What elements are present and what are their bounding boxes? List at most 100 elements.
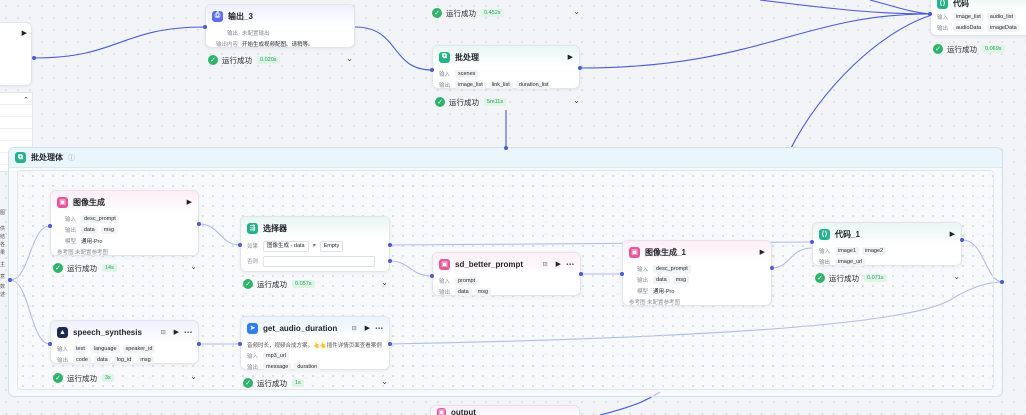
run-icon[interactable]: ▶ bbox=[949, 231, 955, 238]
node-code[interactable]: ⟨⟩ 代码 输入 image_list audio_list 输出 audioD… bbox=[930, 0, 1026, 36]
run-icon[interactable]: ▶ bbox=[186, 199, 192, 206]
field-label: 输入 bbox=[65, 216, 77, 223]
status-bar-selector[interactable]: ✓ 运行成功 0.057s ⌄ bbox=[243, 277, 388, 291]
time-badge: 0.452s bbox=[481, 9, 504, 17]
param-chip: msg bbox=[474, 287, 492, 296]
port-dot[interactable] bbox=[48, 342, 52, 346]
field-value: 未配置参考图 bbox=[647, 299, 681, 306]
param-chip: data bbox=[81, 225, 98, 234]
node-description: 音频时长，视频合成方案。👆👆插件详情页面查看案例 bbox=[247, 342, 382, 349]
param-chip: code bbox=[73, 355, 91, 364]
chevron-down-icon[interactable]: ⌄ bbox=[346, 54, 353, 63]
status-bar-code[interactable]: ✓ 运行成功 0.069s bbox=[933, 42, 1026, 56]
port-dot[interactable] bbox=[578, 66, 582, 70]
run-icon[interactable]: ▶ bbox=[567, 54, 573, 61]
chevron-down-icon[interactable]: ⌄ bbox=[573, 96, 580, 105]
status-bar-code-1[interactable]: ✓ 运行成功 0.071s ⌄ bbox=[815, 271, 960, 285]
node-output-3[interactable]: ⎙ 输出_3 输出未配置输出 输出内容开始生成视频配图。请稍等。 bbox=[205, 4, 355, 48]
port-dot[interactable] bbox=[238, 243, 242, 247]
more-icon[interactable]: ⋯ bbox=[566, 259, 574, 269]
node-title: 代码_1 bbox=[835, 229, 860, 239]
port-dot[interactable] bbox=[388, 259, 392, 263]
node-output-bottom[interactable]: ▣ output bbox=[430, 405, 580, 415]
field-label: 输出 bbox=[637, 277, 649, 284]
chevron-down-icon[interactable]: ⌄ bbox=[381, 278, 388, 287]
port-dot[interactable] bbox=[504, 146, 508, 150]
port-dot[interactable] bbox=[579, 272, 583, 276]
port-dot[interactable] bbox=[238, 342, 242, 346]
status-bar-output-3[interactable]: ✓ 运行成功 0.020s ⌄ bbox=[208, 53, 353, 67]
port-dot[interactable] bbox=[430, 274, 434, 278]
plugin-icon: ⊡ bbox=[351, 325, 357, 332]
batch-icon: ⧉ bbox=[15, 152, 26, 163]
port-dot[interactable] bbox=[388, 342, 392, 346]
condition-field[interactable]: 图像生成 - data bbox=[263, 240, 309, 252]
offscreen-node-left[interactable]: ▶ bbox=[0, 22, 32, 86]
field-label: 输出 bbox=[57, 357, 69, 364]
field-label: 模型 bbox=[65, 238, 77, 245]
port-dot[interactable] bbox=[1000, 280, 1004, 284]
port-dot[interactable] bbox=[388, 243, 392, 247]
run-icon[interactable]: ▶ bbox=[555, 261, 561, 268]
param-chip: msg bbox=[100, 225, 118, 234]
run-icon[interactable]: ▶ bbox=[759, 249, 765, 256]
port-dot[interactable] bbox=[32, 56, 36, 60]
run-icon[interactable]: ▶ bbox=[364, 325, 370, 332]
chevron-down-icon[interactable]: ⌄ bbox=[190, 262, 197, 271]
chevron-down-icon[interactable]: ⌄ bbox=[953, 272, 960, 281]
else-branch[interactable] bbox=[263, 255, 375, 267]
status-bar-speech[interactable]: ✓ 运行成功 3s ⌄ bbox=[53, 371, 197, 385]
status-text: 运行成功 bbox=[257, 378, 287, 388]
side-text-column: 图 供 结 各 果 主 意 数 述 bbox=[0, 205, 8, 305]
time-badge: 14s bbox=[102, 264, 117, 272]
check-icon: ✓ bbox=[432, 8, 442, 18]
port-dot[interactable] bbox=[430, 68, 434, 72]
run-icon[interactable]: ▶ bbox=[21, 30, 27, 37]
status-bar-audio-duration[interactable]: ✓ 运行成功 1s ⌄ bbox=[243, 376, 388, 390]
port-dot[interactable] bbox=[960, 238, 964, 242]
side-text: 供 bbox=[0, 226, 6, 232]
port-dot[interactable] bbox=[203, 25, 207, 29]
port-dot[interactable] bbox=[620, 272, 624, 276]
chevron-down-icon[interactable]: ⌄ bbox=[573, 7, 580, 16]
more-icon[interactable]: ⋯ bbox=[184, 327, 192, 337]
port-dot[interactable] bbox=[197, 222, 201, 226]
plugin-icon: ⊡ bbox=[542, 261, 548, 268]
field-label: 模型 bbox=[637, 288, 649, 295]
port-dot[interactable] bbox=[770, 266, 774, 270]
time-badge: 3s bbox=[102, 374, 114, 382]
status-text: 运行成功 bbox=[67, 263, 97, 273]
node-get-audio-duration[interactable]: ➤ get_audio_duration ⊡ ▶ ⋯ 音频时长，视频合成方案。👆… bbox=[240, 316, 390, 371]
status-bar-image-gen[interactable]: ✓ 运行成功 14s ⌄ bbox=[53, 261, 197, 275]
port-dot[interactable] bbox=[197, 342, 201, 346]
status-bar-top[interactable]: ✓ 运行成功 0.452s ⌄ bbox=[432, 6, 580, 20]
chevron-down-icon[interactable]: ⌄ bbox=[190, 372, 197, 381]
time-badge: 0.069s bbox=[982, 45, 1005, 53]
edge-top-curve-2 bbox=[869, 0, 931, 15]
image-icon: ▣ bbox=[439, 258, 450, 270]
run-icon[interactable]: ▶ bbox=[173, 329, 179, 336]
field-label: 输入 bbox=[247, 353, 259, 360]
node-selector[interactable]: ⇶ 选择器 如果 图像生成 - data ≠ Empty 否则 bbox=[240, 216, 390, 272]
chevron-down-icon[interactable]: ⌄ bbox=[381, 377, 388, 386]
field-label: 输入 bbox=[439, 278, 451, 285]
node-title: 批处理 bbox=[455, 52, 479, 62]
port-dot[interactable] bbox=[928, 12, 932, 16]
param-chip: image2 bbox=[862, 246, 887, 255]
more-icon[interactable]: ⋯ bbox=[375, 323, 383, 333]
port-dot[interactable] bbox=[48, 224, 52, 228]
chevron-up-icon[interactable]: ⌃ bbox=[23, 97, 29, 104]
condition-value[interactable]: Empty bbox=[319, 240, 344, 252]
port-dot[interactable] bbox=[810, 240, 814, 244]
edge-group-to-code bbox=[789, 13, 936, 151]
info-icon[interactable]: ⓘ bbox=[68, 154, 75, 162]
status-bar-batch[interactable]: ✓ 运行成功 5m11s ⌄ bbox=[435, 95, 580, 109]
port-dot[interactable] bbox=[8, 278, 12, 282]
